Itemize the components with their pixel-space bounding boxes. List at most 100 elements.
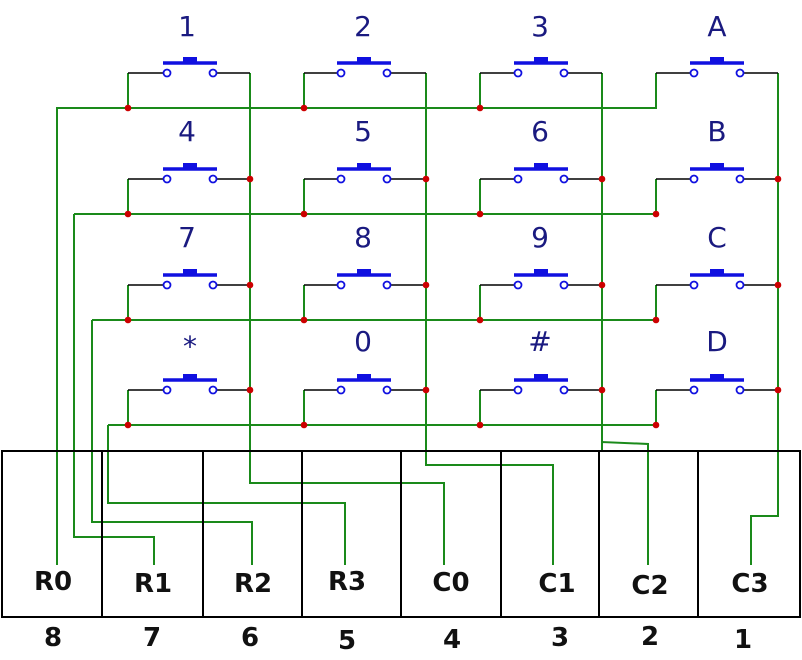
junction-layer <box>124 104 782 429</box>
junction-dot <box>422 281 430 289</box>
junction-dot <box>476 104 484 112</box>
switch-contact <box>162 174 172 184</box>
key-label: # <box>528 325 551 358</box>
wire <box>74 179 657 215</box>
switch-contact <box>382 385 392 395</box>
wire <box>107 425 346 565</box>
pin-number: 3 <box>551 623 569 653</box>
switch-contact <box>382 174 392 184</box>
switch-button <box>710 374 724 380</box>
switch-contact <box>208 174 218 184</box>
key-label: 1 <box>178 10 196 43</box>
wire <box>425 450 554 565</box>
pin-number: 1 <box>734 625 752 655</box>
pin-label-c1: C1 <box>538 569 575 599</box>
switch-contact <box>735 174 745 184</box>
pin-numbers: 8 7 6 5 4 3 2 1 <box>44 622 752 656</box>
switch-contact <box>513 68 523 78</box>
wire <box>56 107 128 565</box>
switch-contact <box>559 280 569 290</box>
wire <box>91 320 253 565</box>
key-label: * <box>183 330 197 363</box>
key-label: 5 <box>354 115 372 148</box>
junction-dot <box>652 316 660 324</box>
wire <box>128 73 657 109</box>
switch-contact <box>689 385 699 395</box>
junction-dot <box>774 281 782 289</box>
key-label: 4 <box>178 115 196 148</box>
pin-label-r0: R0 <box>34 567 72 597</box>
key-label: 2 <box>354 10 372 43</box>
pin-label-c0: C0 <box>432 568 469 598</box>
junction-dot <box>124 316 132 324</box>
switch-button <box>357 374 371 380</box>
pin-number: 5 <box>338 626 356 656</box>
pin-label-c2: C2 <box>631 571 668 601</box>
junction-dot <box>300 104 308 112</box>
switch-contact <box>336 68 346 78</box>
switch-button <box>534 163 548 169</box>
switch-button <box>183 374 197 380</box>
key-label: 7 <box>178 221 196 254</box>
junction-dot <box>476 421 484 429</box>
switch-contact <box>689 68 699 78</box>
junction-dot <box>598 386 606 394</box>
switch-contact <box>382 68 392 78</box>
junction-dot <box>598 175 606 183</box>
key-label: 6 <box>531 115 549 148</box>
switch-button <box>357 269 371 275</box>
junction-dot <box>300 210 308 218</box>
wire <box>92 285 657 321</box>
key-label: 0 <box>354 325 372 358</box>
switch-contact <box>735 385 745 395</box>
junction-dot <box>598 281 606 289</box>
key-label: D <box>706 325 728 358</box>
switch-contact <box>208 68 218 78</box>
switch-layer <box>128 57 778 395</box>
key-label: B <box>707 115 726 148</box>
switch-contact <box>689 174 699 184</box>
junction-dot <box>246 281 254 289</box>
junction-dot <box>124 421 132 429</box>
pin-number: 2 <box>641 622 659 652</box>
pin-number: 6 <box>241 623 259 653</box>
switch-button <box>534 269 548 275</box>
junction-dot <box>774 386 782 394</box>
switch-button <box>183 163 197 169</box>
switch-contact <box>735 68 745 78</box>
wire <box>249 450 445 565</box>
junction-dot <box>422 386 430 394</box>
switch-contact <box>336 385 346 395</box>
junction-dot <box>652 210 660 218</box>
key-label: A <box>707 10 726 43</box>
key-label: C <box>707 221 727 254</box>
junction-dot <box>246 175 254 183</box>
switch-contact <box>162 385 172 395</box>
switch-button <box>710 57 724 63</box>
switch-contact <box>162 68 172 78</box>
junction-dot <box>774 175 782 183</box>
junction-dot <box>476 316 484 324</box>
wire <box>601 440 649 565</box>
junction-dot <box>300 316 308 324</box>
junction-dot <box>300 421 308 429</box>
switch-contact <box>382 280 392 290</box>
pin-number: 7 <box>143 623 161 653</box>
junction-dot <box>652 421 660 429</box>
switch-contact <box>336 174 346 184</box>
pin-label-r1: R1 <box>134 569 172 599</box>
switch-contact <box>208 280 218 290</box>
switch-contact <box>513 385 523 395</box>
key-label: 9 <box>531 221 549 254</box>
junction-dot <box>246 386 254 394</box>
key-label: 8 <box>354 221 372 254</box>
switch-contact <box>689 280 699 290</box>
switch-contact <box>559 385 569 395</box>
switch-contact <box>513 174 523 184</box>
junction-dot <box>124 210 132 218</box>
junction-dot <box>476 210 484 218</box>
pin-number: 4 <box>443 625 461 655</box>
pin-label-c3: C3 <box>731 569 768 599</box>
switch-contact <box>162 280 172 290</box>
key-labels: 1 2 3 A 4 5 6 B 7 8 9 C * 0 # D <box>178 10 728 363</box>
